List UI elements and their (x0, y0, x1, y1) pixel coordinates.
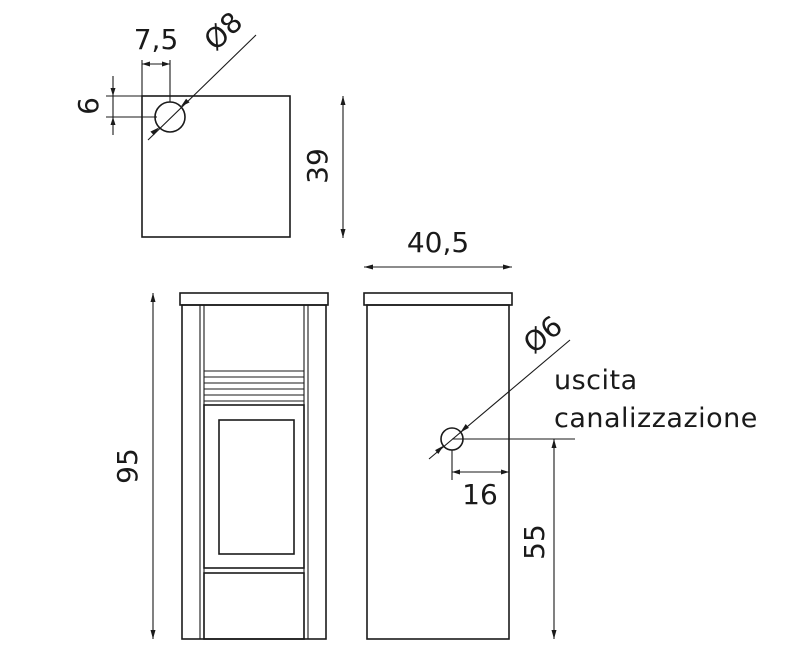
dim-40-5-label: 40,5 (407, 226, 469, 259)
dim-16-arrow-right (501, 469, 509, 475)
front-view-door-glass (218, 419, 295, 555)
dim-7-5-label: 7,5 (134, 23, 179, 56)
top-view-flue-hole (154, 101, 186, 133)
dim-6-arrow-bottom (110, 117, 116, 125)
dim-6-label: 6 (72, 97, 105, 115)
dim-diameter-6-leader (428, 339, 571, 460)
dim-diameter-8-arrow-lower (150, 127, 160, 136)
dim-55-arrow-bottom (551, 630, 557, 639)
dim-39-label: 39 (301, 148, 334, 184)
dim-39-arrow-top (340, 96, 346, 105)
dim-diameter-6-arrow-upper (460, 424, 469, 433)
dim-55-label: 55 (518, 524, 551, 560)
outlet-note-line-2: canalizzazione (554, 403, 758, 434)
side-view-top-cap (363, 292, 513, 306)
top-view-outline (141, 95, 291, 238)
dim-diameter-6-label: Ø6 (517, 309, 569, 360)
side-view: 40,5 Ø6 uscita canalizzazione 16 55 (363, 226, 758, 640)
top-view: 7,5 6 Ø8 39 (72, 5, 346, 238)
front-view: 95 (111, 292, 329, 640)
front-view-top-cap (179, 292, 329, 306)
dim-55-arrow-top (551, 439, 557, 448)
outlet-note-line-1: uscita (554, 365, 638, 396)
dim-16-arrow-left (452, 469, 460, 475)
dim-40-5-arrow-right (503, 264, 512, 270)
dim-95-arrow-top (150, 293, 156, 302)
dim-6-arrow-top (110, 88, 116, 96)
front-view-door (203, 404, 305, 569)
dim-7-5-arrow-right (162, 61, 170, 67)
dim-diameter-8-arrow-upper (180, 98, 190, 107)
dim-7-5-arrow-left (142, 61, 150, 67)
dim-95-label: 95 (111, 448, 144, 484)
dim-40-5-arrow-left (364, 264, 373, 270)
dim-16-label: 16 (462, 478, 498, 511)
dim-diameter-6-arrow-lower (435, 445, 444, 454)
dim-95-arrow-bottom (150, 630, 156, 639)
dim-39-arrow-bottom (340, 229, 346, 238)
front-view-bottom-panel (203, 572, 305, 640)
dim-diameter-8-leader (147, 34, 257, 141)
